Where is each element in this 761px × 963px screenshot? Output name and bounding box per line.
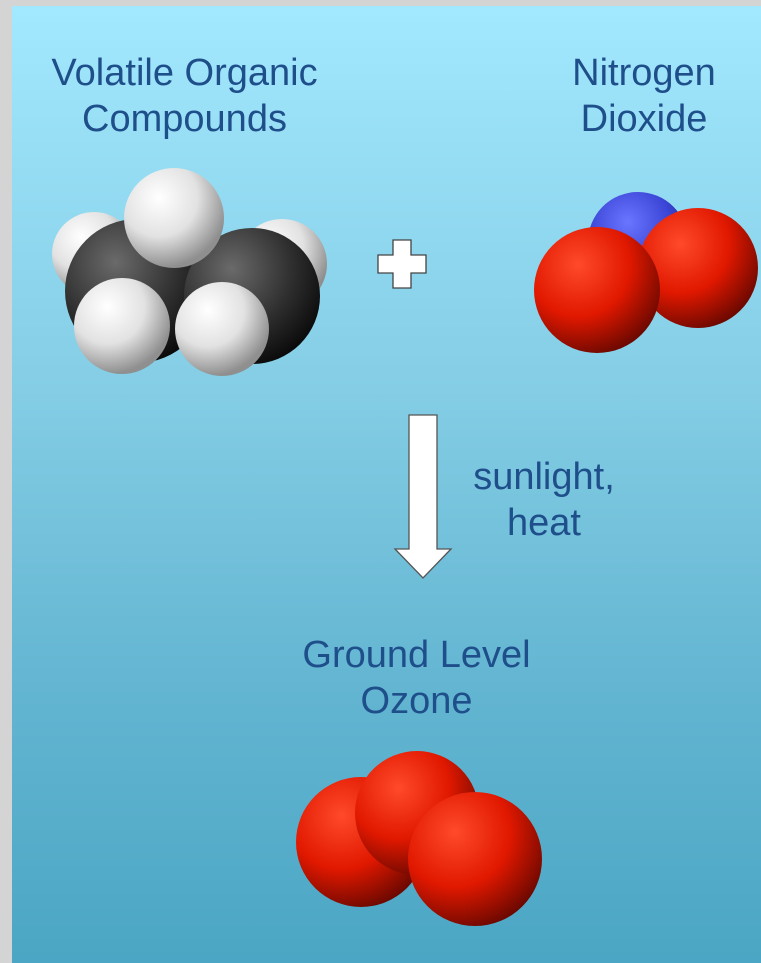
ozone-label: Ground Level Ozone [249, 632, 584, 724]
hydrogen-atom [175, 282, 269, 376]
voc-molecule-icon [52, 168, 327, 376]
ozone-molecule-icon [296, 751, 542, 926]
oxygen-atom [638, 208, 758, 328]
reaction-arrow-icon [393, 414, 453, 579]
no2-label-line2: Dioxide [580, 98, 708, 140]
ozone-label-line1: Ground Level [302, 634, 531, 676]
plus-icon [377, 239, 427, 289]
conditions-line1: sunlight, [473, 456, 615, 498]
diagram-graphics [52, 168, 758, 926]
nitrogen-dioxide-label: Nitrogen Dioxide [539, 50, 749, 142]
voc-label-line1: Volatile Organic [51, 52, 318, 94]
reaction-conditions-label: sunlight, heat [449, 454, 639, 546]
voc-label: Volatile Organic Compounds [12, 50, 357, 142]
hydrogen-atom [124, 168, 224, 268]
slide-canvas: Volatile Organic Compounds Nitrogen Diox… [12, 6, 761, 963]
nitrogen-dioxide-molecule-icon [534, 192, 758, 353]
no2-label-line1: Nitrogen [572, 52, 716, 94]
oxygen-atom [534, 227, 660, 353]
hydrogen-atom [74, 278, 170, 374]
ozone-label-line2: Ozone [360, 680, 473, 722]
oxygen-atom [408, 792, 542, 926]
conditions-line2: heat [507, 502, 581, 544]
voc-label-line2: Compounds [82, 98, 287, 140]
